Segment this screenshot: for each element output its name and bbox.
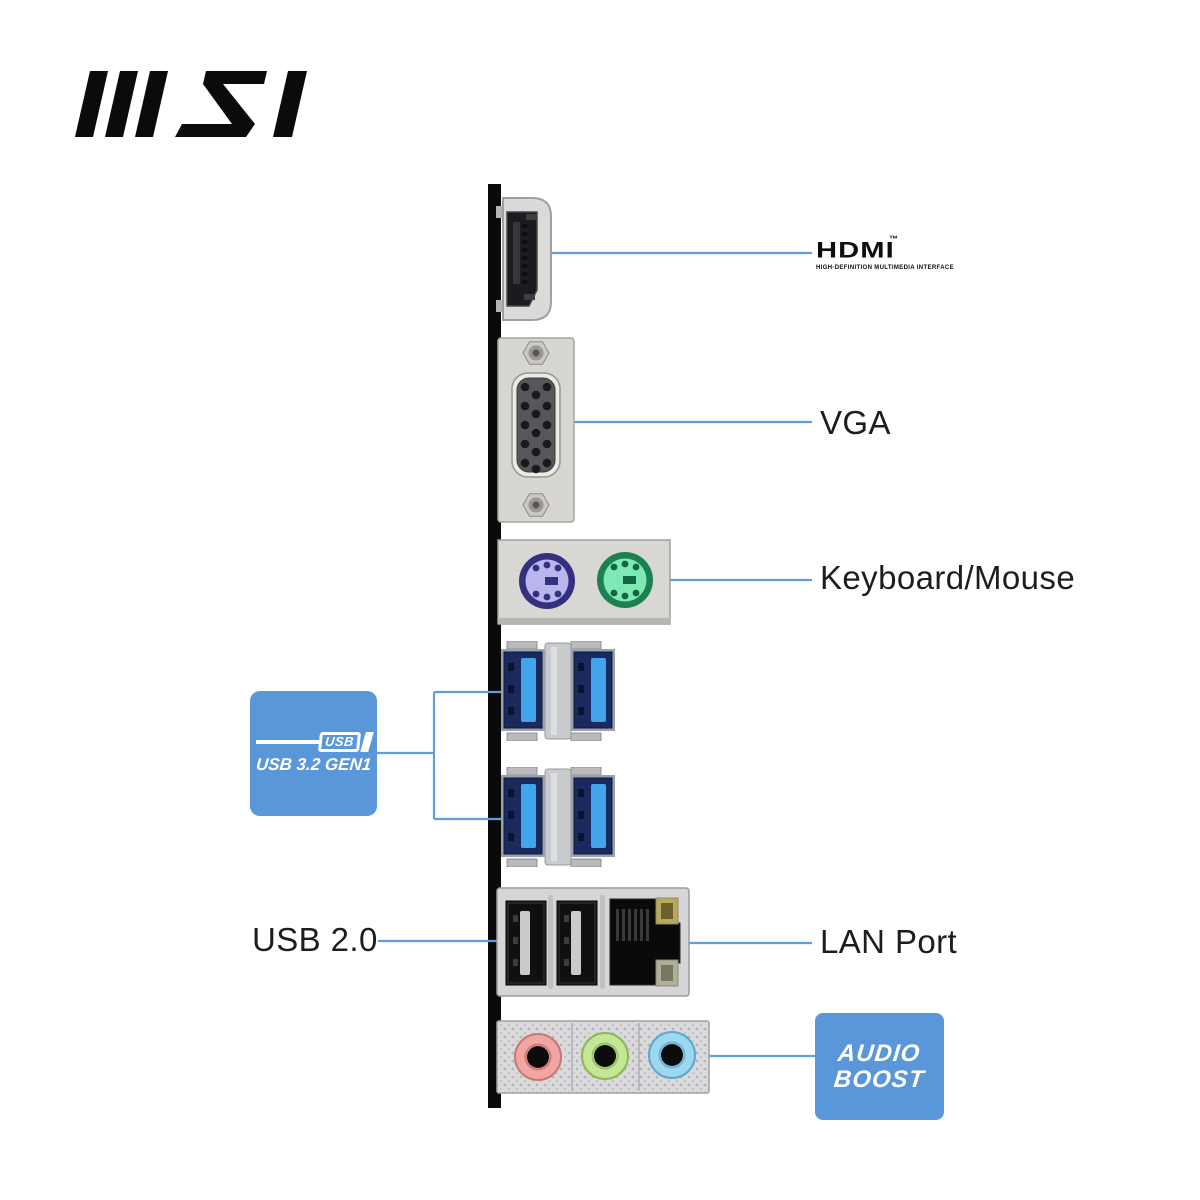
ps2-port-block bbox=[497, 539, 671, 625]
msi-logo-icon bbox=[75, 71, 307, 137]
vga-port-icon bbox=[497, 337, 575, 523]
usb3-port-icon bbox=[501, 649, 545, 731]
audio-jack-lineout-icon bbox=[581, 1032, 629, 1080]
audio-jack-mic-icon bbox=[514, 1033, 562, 1081]
usb3-port-icon bbox=[571, 649, 615, 731]
usb32-caption: USB 3.2 GEN1 bbox=[255, 755, 373, 774]
usb2-lan-block bbox=[496, 887, 690, 997]
hdmi-port-icon bbox=[496, 197, 552, 321]
usb3-port-pair-bottom bbox=[501, 767, 615, 867]
ps2-keyboard-port-icon bbox=[519, 553, 575, 609]
ps2-mouse-port-icon bbox=[597, 552, 653, 608]
usb3-port-pair-top bbox=[501, 641, 615, 741]
usb20-label: USB 2.0 bbox=[252, 921, 378, 958]
audio-boost-badge: AUDIO BOOST bbox=[815, 1013, 944, 1120]
lan-port-icon bbox=[609, 897, 681, 987]
usb-plug-icon: USB bbox=[256, 732, 374, 752]
usb32-badge: USB USB 3.2 GEN1 bbox=[250, 691, 377, 816]
hdmi-label: HDMI™ HIGH-DEFINITION MULTIMEDIA INTERFA… bbox=[816, 234, 954, 271]
hdmi-subtitle: HIGH-DEFINITION MULTIMEDIA INTERFACE bbox=[816, 265, 954, 271]
audio-boost-line1: AUDIO bbox=[836, 1039, 923, 1067]
usb-plug-icon-text: USB bbox=[317, 732, 362, 752]
usb3-port-icon bbox=[501, 775, 545, 857]
usb2-port-icon bbox=[505, 900, 547, 986]
hdmi-trademark: ™ bbox=[889, 234, 898, 244]
hdmi-wordmark: HDMI bbox=[816, 237, 895, 263]
usb2-port-icon bbox=[556, 900, 598, 986]
lan-label: LAN Port bbox=[820, 923, 958, 960]
audio-jack-block bbox=[496, 1020, 710, 1094]
vga-screw-bottom bbox=[522, 493, 550, 517]
vga-screw-top bbox=[522, 341, 550, 365]
audio-boost-line2: BOOST bbox=[832, 1065, 927, 1093]
keyboard-mouse-label: Keyboard/Mouse bbox=[820, 559, 1076, 596]
usb3-port-icon bbox=[571, 775, 615, 857]
vga-label: VGA bbox=[820, 404, 891, 441]
audio-jack-linein-icon bbox=[648, 1031, 696, 1079]
